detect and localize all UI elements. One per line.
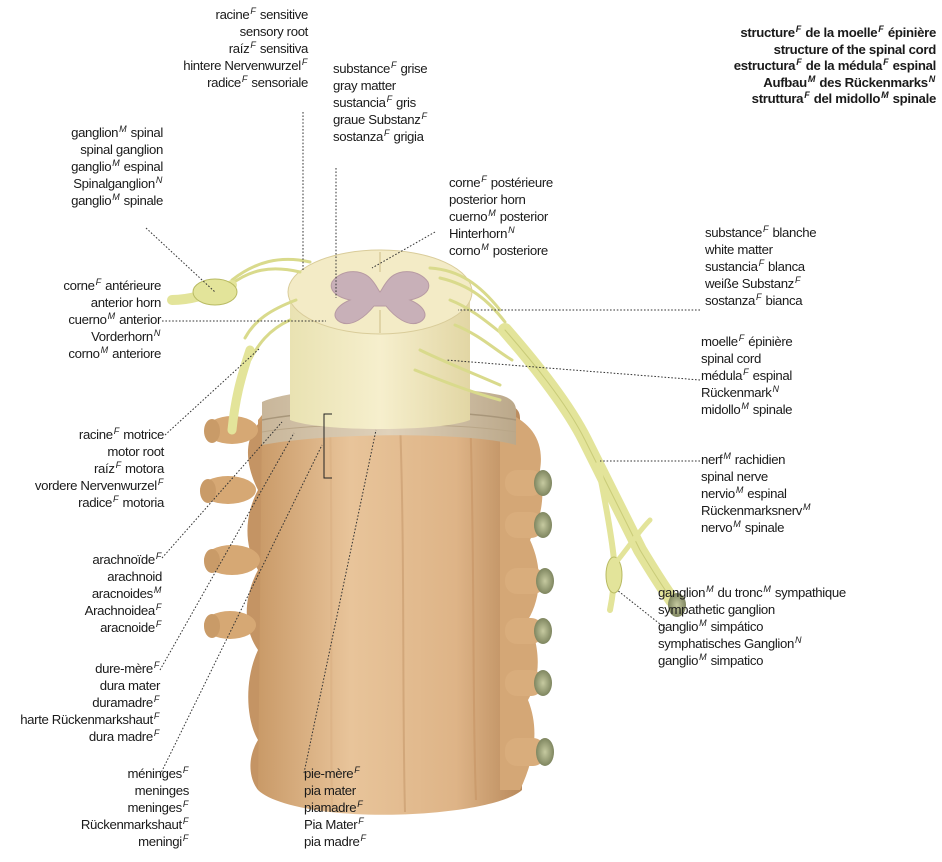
title-en: structure of the spinal cord (734, 42, 936, 59)
title-fr: structureF de la moelleF épinière (734, 25, 936, 42)
label-sympathetic-ganglion-en: sympathetic ganglion (658, 602, 846, 619)
label-white-matter-de: weiße SubstanzF (705, 276, 816, 293)
label-anterior-horn-es: cuernoM anterior (63, 312, 161, 329)
label-sympathetic-ganglion-es: ganglioM simpático (658, 619, 846, 636)
label-arachnoid-en: arachnoid (85, 569, 162, 586)
label-dura-mater-it: dura madreF (20, 729, 160, 746)
label-sensory-root-it: radiceF sensoriale (183, 75, 308, 92)
label-posterior-horn-fr: corneF postérieure (449, 175, 553, 192)
label-spinal-nerve-de: RückenmarksnervM (701, 503, 811, 520)
label-sympathetic-ganglion-fr: ganglionM du troncM sympathique (658, 585, 846, 602)
label-meninges-de: RückenmarkshautF (81, 817, 189, 834)
label-arachnoid-de: ArachnoideaF (85, 603, 162, 620)
label-motor-root-it: radiceF motoria (35, 495, 164, 512)
label-white-matter-fr: substanceF blanche (705, 225, 816, 242)
title-es: estructuraF de la médulaF espinal (734, 58, 936, 75)
label-dura-mater-es: duramadreF (20, 695, 160, 712)
label-anterior-horn-fr: corneF antérieure (63, 278, 161, 295)
label-arachnoid-es: aracnoidesM (85, 586, 162, 603)
label-motor-root-fr: racineF motrice (35, 427, 164, 444)
label-meninges-it: meningiF (81, 834, 189, 851)
label-pia-mater-fr: pie-mèreF (304, 766, 367, 783)
label-sympathetic-ganglion-it: ganglioM simpatico (658, 653, 846, 670)
label-gray-matter-fr: substanceF grise (333, 61, 428, 78)
label-pia-mater-es: piamadreF (304, 800, 367, 817)
label-spinal-cord-en: spinal cord (701, 351, 792, 368)
label-pia-mater-it: pia madreF (304, 834, 367, 851)
label-dura-mater-de: harte RückenmarkshautF (20, 712, 160, 729)
label-motor-root-en: motor root (35, 444, 164, 461)
label-posterior-horn-de: HinterhornN (449, 226, 553, 243)
label-sensory-root-de: hintere NervenwurzelF (183, 58, 308, 75)
label-posterior-horn-en: posterior horn (449, 192, 553, 209)
dura-column (247, 396, 543, 815)
label-spinal-ganglion-it: ganglioM spinale (71, 193, 163, 210)
label-posterior-horn-es: cuernoM posterior (449, 209, 553, 226)
label-white-matter-en: white matter (705, 242, 816, 259)
label-sensory-root-fr: racineF sensitive (183, 7, 308, 24)
label-spinal-ganglion-es: ganglioM espinal (71, 159, 163, 176)
label-spinal-ganglion-en: spinal ganglion (71, 142, 163, 159)
label-spinal-ganglion-fr: ganglionM spinal (71, 125, 163, 142)
label-sympathetic-ganglion-de: symphatisches GanglionN (658, 636, 846, 653)
title-it: strutturaF del midolloM spinale (734, 91, 936, 108)
label-meninges-en: meninges (81, 783, 189, 800)
label-dura-mater-fr: dure-mèreF (20, 661, 160, 678)
label-spinal-cord-es: médulaF espinal (701, 368, 792, 385)
label-sensory-root-es: raízF sensitiva (183, 41, 308, 58)
label-dura-mater-en: dura mater (20, 678, 160, 695)
label-gray-matter-en: gray matter (333, 78, 428, 95)
label-spinal-nerve-es: nervioM espinal (701, 486, 811, 503)
label-spinal-cord-de: RückenmarkN (701, 385, 792, 402)
label-sensory-root-en: sensory root (183, 24, 308, 41)
label-anterior-horn-it: cornoM anteriore (63, 346, 161, 363)
label-gray-matter-it: sostanzaF grigia (333, 129, 428, 146)
spinal-cord-cylinder (288, 250, 472, 429)
label-gray-matter-es: sustanciaF gris (333, 95, 428, 112)
label-spinal-nerve-fr: nerfM rachidien (701, 452, 811, 469)
label-posterior-horn-it: cornoM posteriore (449, 243, 553, 260)
label-arachnoid-it: aracnoideF (85, 620, 162, 637)
label-spinal-ganglion-de: SpinalganglionN (71, 176, 163, 193)
label-gray-matter-de: graue SubstanzF (333, 112, 428, 129)
title-de: AufbauM des RückenmarksN (734, 75, 936, 92)
label-arachnoid-fr: arachnoïdeF (85, 552, 162, 569)
label-spinal-cord-it: midolloM spinale (701, 402, 792, 419)
label-spinal-nerve-it: nervoM spinale (701, 520, 811, 537)
label-meninges-fr: méningesF (81, 766, 189, 783)
diagram-title: structureF de la moelleF épinière struct… (734, 25, 936, 108)
label-anterior-horn-en: anterior horn (63, 295, 161, 312)
label-white-matter-it: sostanzaF bianca (705, 293, 816, 310)
label-spinal-nerve-en: spinal nerve (701, 469, 811, 486)
label-motor-root-es: raízF motora (35, 461, 164, 478)
label-anterior-horn-de: VorderhornN (63, 329, 161, 346)
label-white-matter-es: sustanciaF blanca (705, 259, 816, 276)
label-pia-mater-en: pia mater (304, 783, 367, 800)
label-meninges-es: meningesF (81, 800, 189, 817)
label-motor-root-de: vordere NervenwurzelF (35, 478, 164, 495)
label-spinal-cord-fr: moelleF épinière (701, 334, 792, 351)
label-pia-mater-de: Pia MaterF (304, 817, 367, 834)
